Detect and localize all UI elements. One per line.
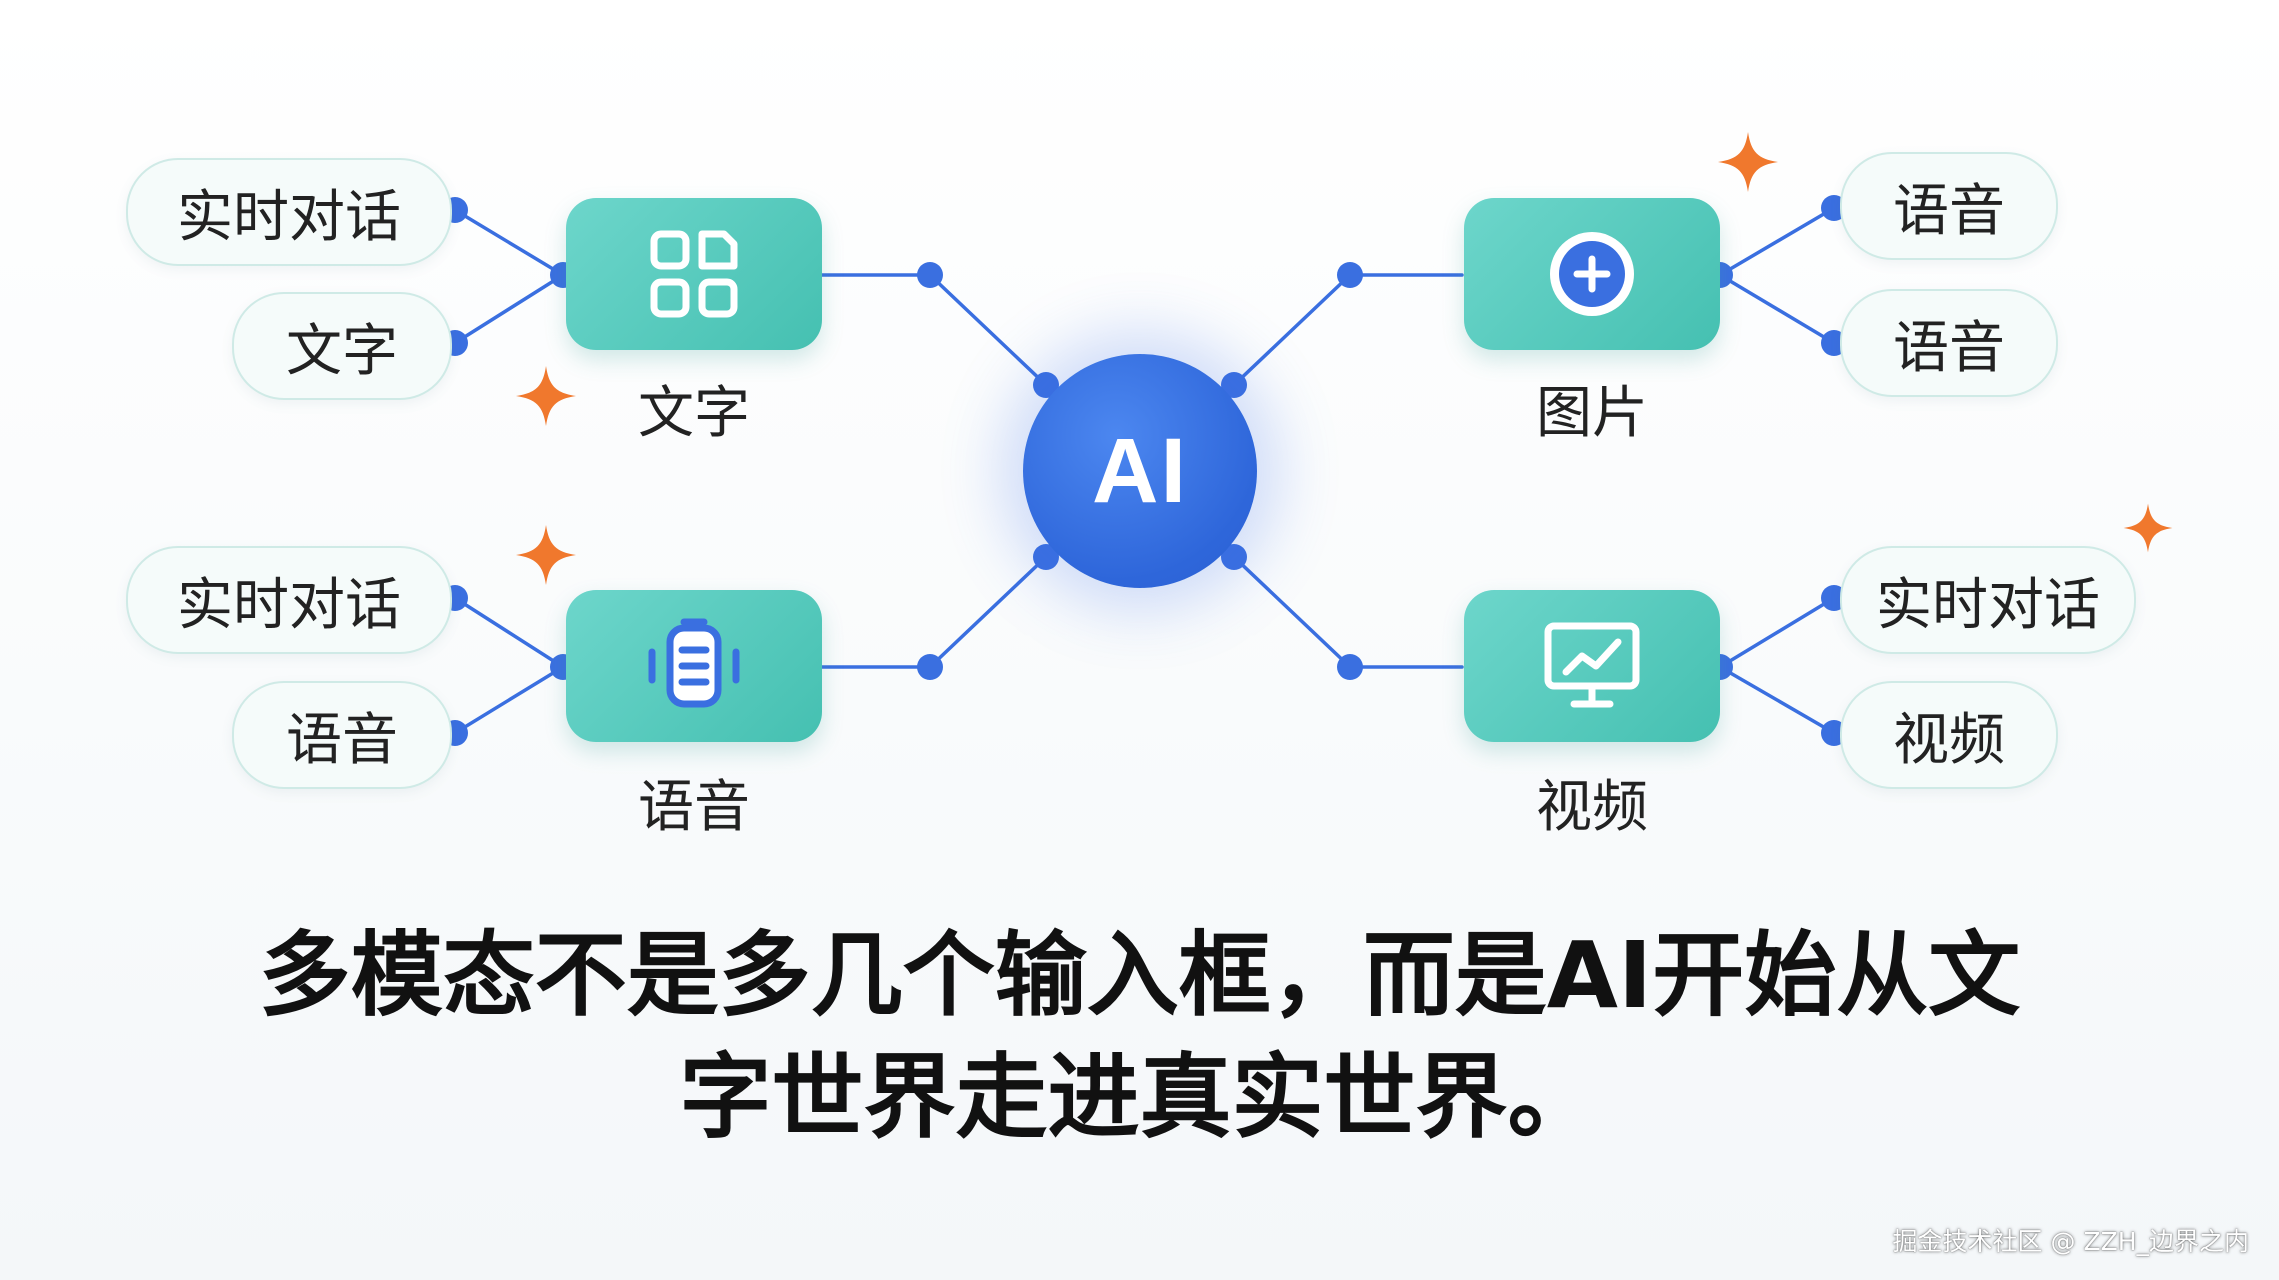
connector-video-center bbox=[1232, 555, 1464, 669]
leaf-pill-text-2: 文字 bbox=[232, 292, 452, 400]
circle-plus-icon bbox=[1550, 232, 1634, 316]
connector-video-leaf-1 bbox=[1718, 596, 1836, 669]
connector-image-center bbox=[1232, 273, 1464, 387]
caption-line-1: 多模态不是多几个输入框，而是AI开始从文 bbox=[258, 922, 2021, 1029]
connector-text-leaf-1 bbox=[453, 208, 565, 277]
leaf-pill-image-2: 语音 bbox=[1840, 289, 2058, 397]
hub-label-voice: 语音 bbox=[638, 775, 750, 840]
connector-dot bbox=[917, 654, 943, 680]
connector-dot bbox=[1337, 654, 1363, 680]
connector-image-leaf-1 bbox=[1718, 206, 1836, 277]
sparkle-icon bbox=[516, 366, 576, 426]
leaf-pill-voice-2: 语音 bbox=[232, 681, 452, 789]
connector-dot bbox=[1337, 262, 1363, 288]
connector-voice-leaf-2 bbox=[453, 665, 565, 735]
leaf-label: 视频 bbox=[1893, 707, 2005, 773]
leaf-label: 文字 bbox=[286, 318, 398, 384]
leaf-label: 实时对话 bbox=[177, 184, 401, 250]
connector-dot bbox=[1221, 372, 1247, 398]
leaf-label: 语音 bbox=[1893, 178, 2005, 244]
ai-center-node: AI bbox=[1023, 354, 1257, 588]
hub-label-image: 图片 bbox=[1536, 381, 1648, 446]
sparkle-icon bbox=[1718, 132, 1778, 192]
monitor-chart-icon bbox=[1544, 622, 1640, 708]
connector-text-center bbox=[816, 273, 1048, 387]
caption-line-2: 字世界走进真实世界。 bbox=[679, 1044, 1600, 1151]
connector-image-leaf-2 bbox=[1718, 273, 1836, 345]
hub-text bbox=[566, 198, 822, 350]
hub-label-video: 视频 bbox=[1536, 775, 1648, 840]
grid-document-icon bbox=[650, 230, 738, 318]
leaf-label: 语音 bbox=[286, 707, 398, 773]
microphone-icon bbox=[648, 618, 740, 708]
hub-voice bbox=[566, 590, 822, 742]
connector-video-leaf-2 bbox=[1718, 665, 1836, 735]
connector-dot bbox=[1221, 544, 1247, 570]
leaf-pill-voice-1: 实时对话 bbox=[126, 546, 452, 654]
watermark: 掘金技术社区 @ ZZH_边界之内 bbox=[1892, 1227, 2249, 1256]
leaf-label: 实时对话 bbox=[177, 572, 401, 638]
leaf-pill-image-1: 语音 bbox=[1840, 152, 2058, 260]
leaf-pill-text-1: 实时对话 bbox=[126, 158, 452, 266]
connector-text-leaf-2 bbox=[453, 273, 565, 345]
leaf-label: 语音 bbox=[1893, 315, 2005, 381]
ai-center-label: AI bbox=[1092, 419, 1188, 522]
leaf-pill-video-1: 实时对话 bbox=[1840, 546, 2136, 654]
connector-voice-center bbox=[816, 555, 1048, 669]
hub-video bbox=[1464, 590, 1720, 742]
leaf-label: 实时对话 bbox=[1876, 572, 2100, 638]
leaf-pill-video-2: 视频 bbox=[1840, 681, 2058, 789]
hub-image bbox=[1464, 198, 1720, 350]
connector-dot bbox=[1033, 544, 1059, 570]
hub-label-text: 文字 bbox=[638, 381, 750, 446]
connector-voice-leaf-1 bbox=[453, 596, 565, 669]
sparkle-icon bbox=[516, 525, 576, 585]
sparkle-icon bbox=[2123, 503, 2173, 553]
connector-dot bbox=[917, 262, 943, 288]
